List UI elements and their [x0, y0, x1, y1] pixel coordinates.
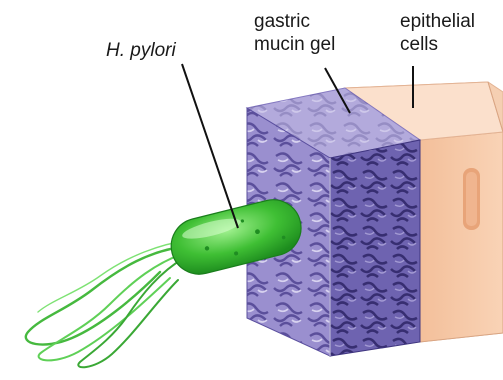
label-epithelial-cells: epithelial cells: [400, 10, 475, 56]
label-mucin-line1: gastric: [254, 10, 335, 33]
label-mucin-gel: gastric mucin gel: [254, 10, 335, 56]
label-h-pylori-text: H. pylori: [106, 39, 176, 62]
flagella: [26, 240, 190, 367]
label-epithelial-line2: cells: [400, 33, 475, 56]
label-epithelial-line1: epithelial: [400, 10, 475, 33]
label-h-pylori: H. pylori: [106, 39, 176, 62]
label-mucin-line2: mucin gel: [254, 33, 335, 56]
leader-line-hpylori: [182, 64, 238, 228]
